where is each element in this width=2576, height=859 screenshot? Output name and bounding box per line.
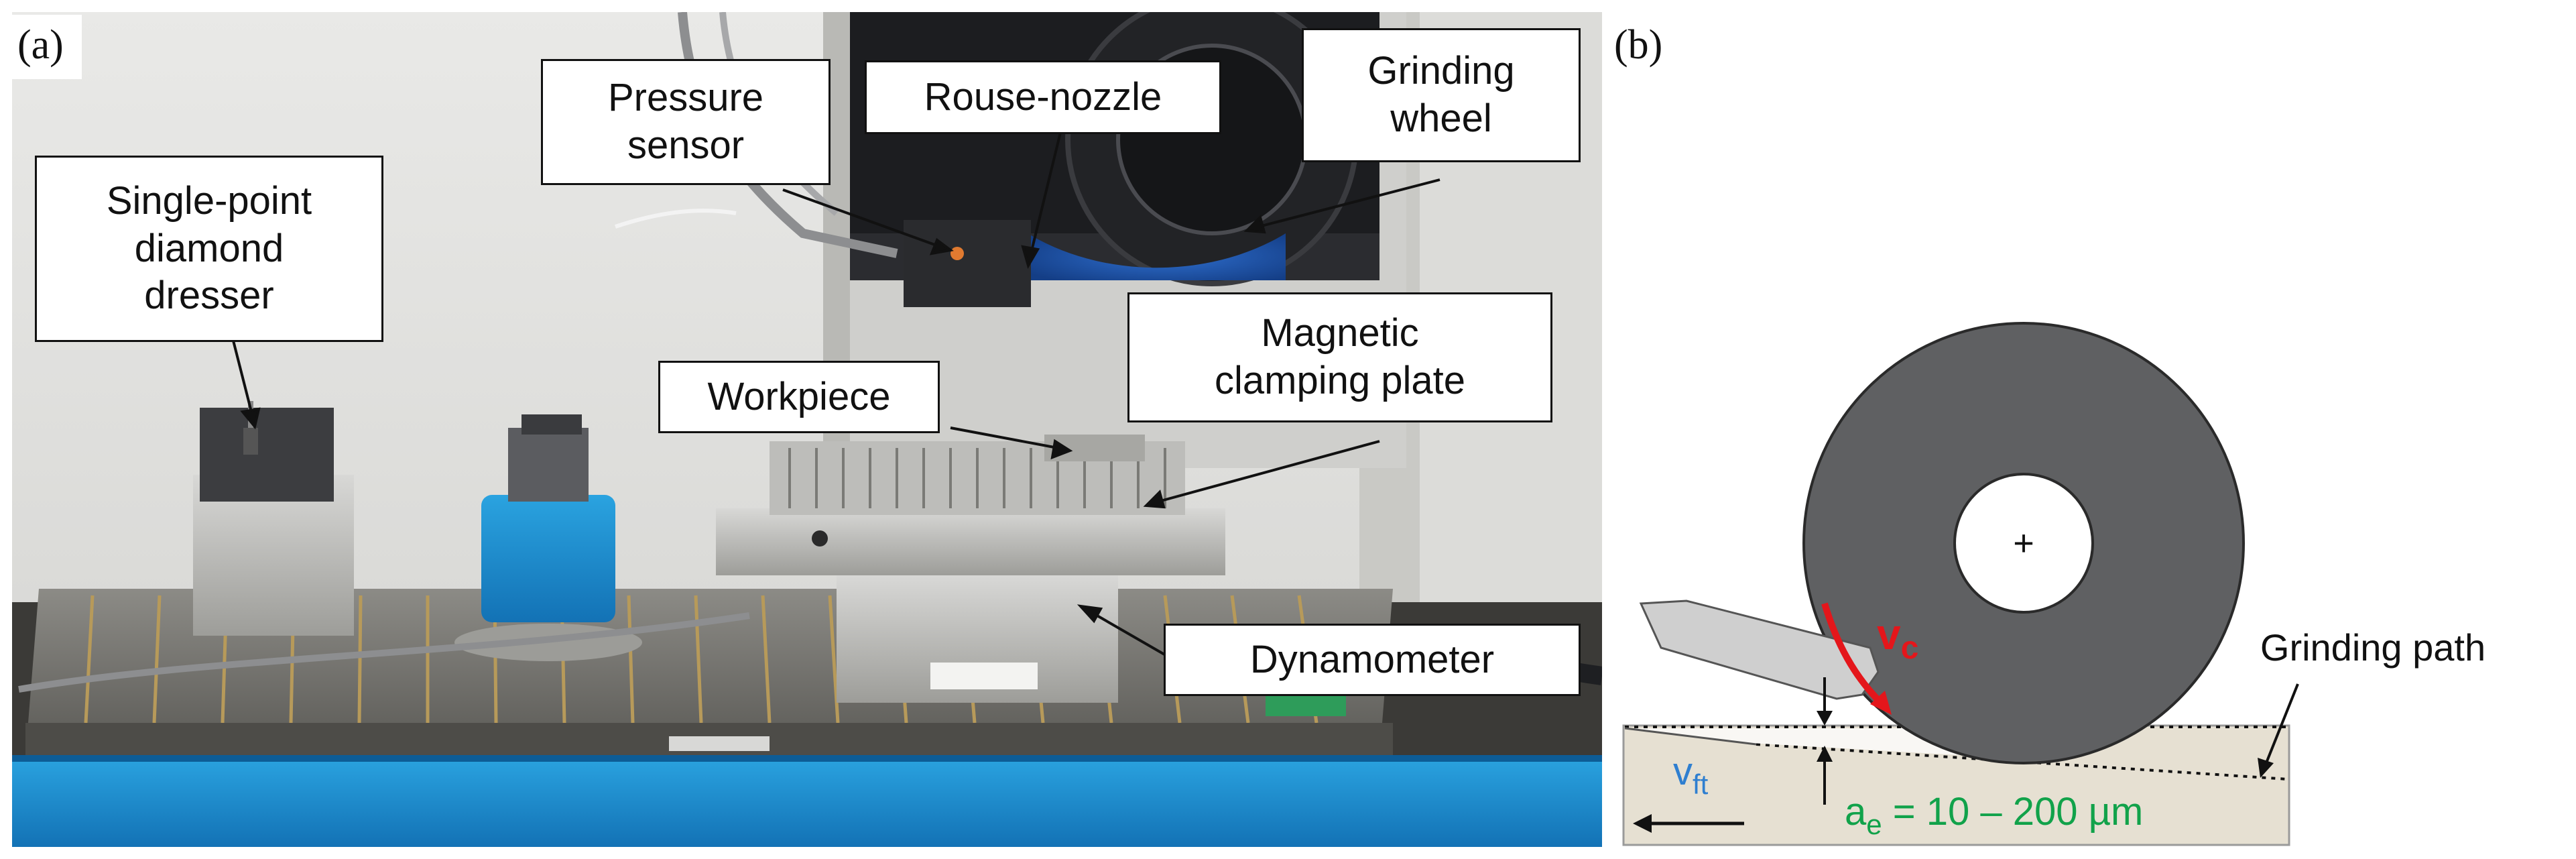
vft-subscript: ft <box>1693 768 1709 800</box>
grinding-path-label: Grinding path <box>2260 626 2486 669</box>
blue-fixture <box>481 495 615 622</box>
panel-a-letter: (a) <box>17 22 64 68</box>
diamond-dresser-callout: Single-point diamond dresser <box>35 156 383 342</box>
svg-text:ae = 10 – 200 µm: ae = 10 – 200 µm <box>1845 790 2143 840</box>
vc-label: v <box>1877 610 1901 658</box>
panel-a-letter-bg <box>12 15 82 79</box>
vc-subscript: c <box>1901 630 1919 666</box>
rouse-nozzle-callout: Rouse-nozzle <box>865 60 1221 134</box>
grinding-path-arrow <box>2264 683 2299 765</box>
ae-value: = 10 – 200 µm <box>1882 790 2144 834</box>
panel-b-letter: (b) <box>1614 22 1663 68</box>
wheel-center-mark: + <box>2013 523 2034 563</box>
wheel-bore <box>1953 473 2094 614</box>
svg-text:vft: vft <box>1673 750 1709 800</box>
pressure-sensor-callout: Pressure sensor <box>541 59 831 185</box>
grinding-wheel-callout: Grinding wheel <box>1302 28 1581 162</box>
vc-arrow <box>1821 602 1884 705</box>
ae-subscript: e <box>1866 809 1882 840</box>
svg-text:vc: vc <box>1877 610 1918 666</box>
dynamometer-callout: Dynamometer <box>1164 624 1581 696</box>
workpiece-callout: Workpiece <box>658 361 940 433</box>
machine-base <box>12 756 1602 847</box>
magnetic-clamping-plate <box>716 508 1225 575</box>
grinding-wheel <box>1018 227 1286 280</box>
ae-label: a <box>1845 790 1867 834</box>
vft-label: v <box>1673 750 1693 793</box>
nozzle-shape <box>1639 599 1880 700</box>
magnetic-plate-callout: Magnetic clamping plate <box>1127 292 1552 422</box>
